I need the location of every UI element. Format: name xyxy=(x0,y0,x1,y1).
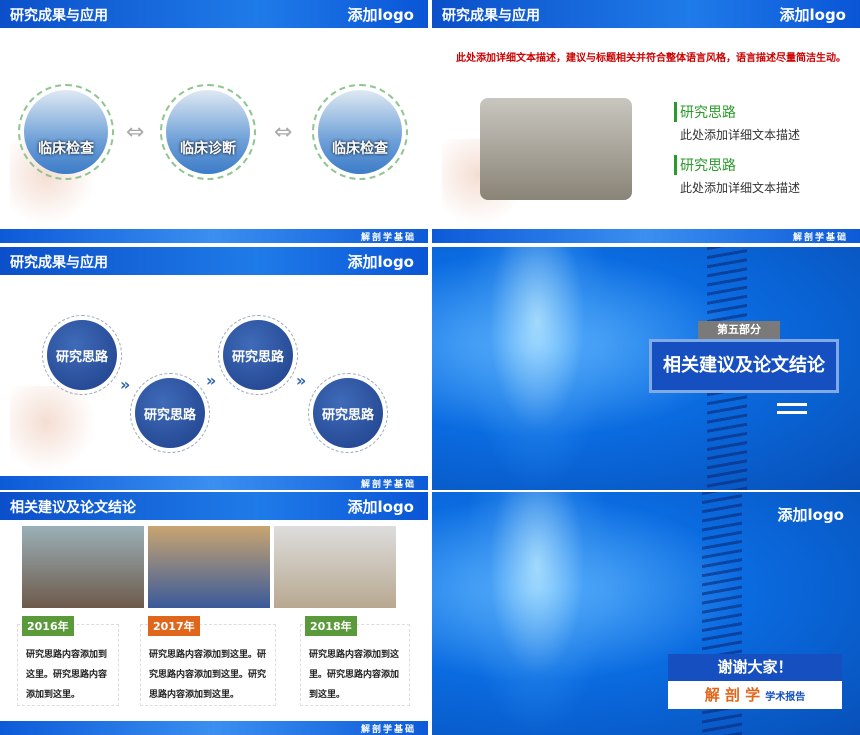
slide-title: 研究成果与应用 xyxy=(10,8,108,24)
logo-placeholder: 添加logo xyxy=(347,6,415,24)
section-title: 相关建议及论文结论 xyxy=(649,339,839,393)
slide-1[interactable]: 研究成果与应用 添加logo 临床检查 ⇔ 临床诊断 ⇔ 临床检查 解剖学基础 xyxy=(0,0,428,243)
year-badge: 2018年 xyxy=(305,616,357,636)
subtitle-banner: 解 剖 学 学术报告 xyxy=(668,681,842,709)
content-text: 研究思路内容添加到这里。研究思路内容添加到这里。 xyxy=(309,650,400,700)
step-label: 研究思路 xyxy=(223,320,293,390)
description-text: 此处添加详细文本描述，建议与标题相关并符合整体语言风格，语言描述尽量简洁生动。 xyxy=(456,53,846,64)
skeleton-image xyxy=(462,247,612,490)
year-badge: 2017年 xyxy=(148,616,200,636)
footer-text: 解剖学基础 xyxy=(360,725,416,735)
circle-image: 临床检查 xyxy=(18,84,114,180)
step-label: 研究思路 xyxy=(47,320,117,390)
content-box: 研究思路内容添加到这里。研究思路内容添加到这里。 xyxy=(300,624,410,706)
content-box: 研究思路内容添加到这里。研究思路内容添加到这里。研究思路内容添加到这里。 xyxy=(140,624,276,706)
slide-footer: 解剖学基础 xyxy=(432,229,860,243)
chevron-right-icon: » xyxy=(120,375,131,394)
slide-6[interactable]: 添加logo 谢谢大家！ 解 剖 学 学术报告 xyxy=(432,492,860,735)
section-label: 第五部分 xyxy=(698,321,780,339)
item-text: 此处添加详细文本描述 xyxy=(680,181,801,195)
meeting-photo xyxy=(148,526,270,608)
item-heading: 研究思路 xyxy=(674,102,736,122)
circle-image: 临床诊断 xyxy=(160,84,256,180)
slide-footer: 解剖学基础 xyxy=(0,721,428,735)
slide-title: 研究成果与应用 xyxy=(10,255,108,271)
skeleton-image xyxy=(462,492,612,735)
circle-label: 临床检查 xyxy=(38,141,94,157)
slide-title: 相关建议及论文结论 xyxy=(10,500,136,516)
year-badge: 2016年 xyxy=(22,616,74,636)
footer-text: 解剖学基础 xyxy=(360,233,416,243)
meeting-photo xyxy=(22,526,144,608)
logo-placeholder: 添加logo xyxy=(347,498,415,516)
circle-label: 临床诊断 xyxy=(180,141,236,157)
step-circle: 研究思路 xyxy=(130,373,210,453)
circle-label: 临床检查 xyxy=(332,141,388,157)
slide-title: 研究成果与应用 xyxy=(442,8,540,24)
logo-placeholder: 添加logo xyxy=(777,506,845,524)
item-heading: 研究思路 xyxy=(674,155,736,175)
meeting-photo xyxy=(274,526,396,608)
slide-header: 研究成果与应用 添加logo xyxy=(432,0,860,28)
step-label: 研究思路 xyxy=(135,378,205,448)
content-text: 研究思路内容添加到这里。研究思路内容添加到这里。 xyxy=(26,650,108,700)
bar-graphic xyxy=(777,403,807,406)
subject-text: 解 剖 学 xyxy=(704,686,761,704)
anatomy-figure xyxy=(10,386,100,476)
thanks-banner: 谢谢大家！ xyxy=(668,654,842,681)
circle-image: 临床检查 xyxy=(312,84,408,180)
footer-text: 解剖学基础 xyxy=(360,480,416,490)
double-arrow-icon: ⇔ xyxy=(126,120,145,145)
footer-text: 解剖学基础 xyxy=(792,233,848,243)
double-arrow-icon: ⇔ xyxy=(274,120,293,145)
slide-2[interactable]: 研究成果与应用 添加logo 此处添加详细文本描述，建议与标题相关并符合整体语言风… xyxy=(432,0,860,243)
slide-footer: 解剖学基础 xyxy=(0,229,428,243)
slide-header: 研究成果与应用 添加logo xyxy=(0,0,428,28)
logo-placeholder: 添加logo xyxy=(779,6,847,24)
chevron-right-icon: » xyxy=(296,371,307,390)
step-circle: 研究思路 xyxy=(42,315,122,395)
slide-header: 相关建议及论文结论 添加logo xyxy=(0,492,428,520)
slide-4[interactable]: 第五部分 相关建议及论文结论 xyxy=(432,247,860,490)
slide-footer: 解剖学基础 xyxy=(0,476,428,490)
content-box: 研究思路内容添加到这里。研究思路内容添加到这里。 xyxy=(17,624,119,706)
logo-placeholder: 添加logo xyxy=(347,253,415,271)
step-circle: 研究思路 xyxy=(308,373,388,453)
slide-header: 研究成果与应用 添加logo xyxy=(0,247,428,275)
report-text: 学术报告 xyxy=(765,692,806,703)
slide-3[interactable]: 研究成果与应用添加logo 研究思路 » 研究思路 » 研究思路 » 研究思路 … xyxy=(0,247,428,490)
doctors-photo xyxy=(480,98,632,200)
step-label: 研究思路 xyxy=(313,378,383,448)
slide-5[interactable]: 相关建议及论文结论 添加logo 研究思路内容添加到这里。研究思路内容添加到这里。… xyxy=(0,492,428,735)
content-text: 研究思路内容添加到这里。研究思路内容添加到这里。研究思路内容添加到这里。 xyxy=(149,650,267,700)
item-text: 此处添加详细文本描述 xyxy=(680,128,801,142)
step-circle: 研究思路 xyxy=(218,315,298,395)
chevron-right-icon: » xyxy=(206,371,217,390)
